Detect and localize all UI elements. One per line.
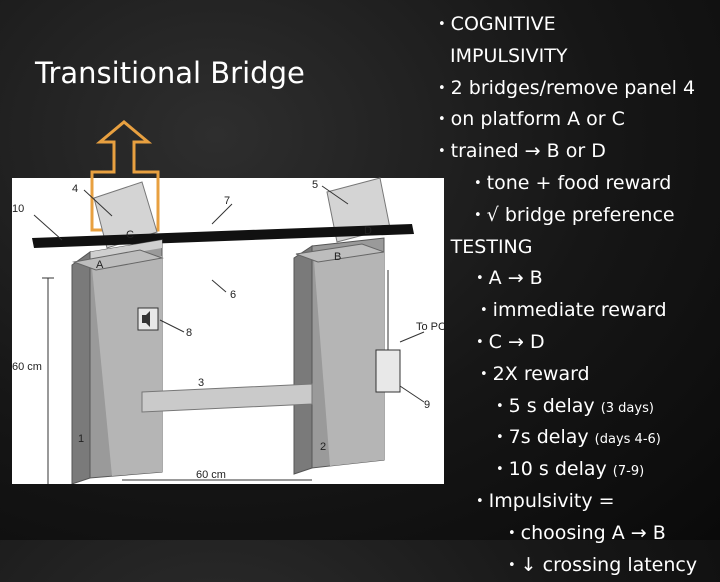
bullet-item: ↓ crossing latency [436,551,720,582]
label-8: 8 [186,327,192,339]
bullet-item: 10 s delay (7-9) [436,455,720,487]
bullet-item: Impulsivity = [436,487,720,519]
apparatus-diagram: 4 10 5 7 C D A B 6 8 To PC 3 9 60 cm 1 2… [12,120,444,484]
bullet-item: √ bridge preference [436,201,720,233]
highlight-arrow-icon [90,120,160,232]
bullet-item: 2 bridges/remove panel 4 [436,74,720,106]
label-height: 60 cm [12,361,42,373]
bullet-item: 2X reward [436,360,720,392]
panel-4 [93,181,158,249]
bullet-item: immediate reward [436,296,720,328]
label-d: D [364,225,372,237]
bullet-item: tone + food reward [436,169,720,201]
bullet-item: trained → B or D [436,137,720,169]
bullet-item: A → B [436,264,720,296]
platform-a [72,249,164,271]
bullet-item: 5 s delay (3 days) [436,392,720,424]
bridge-bar [32,224,414,248]
floor [141,383,313,413]
label-7: 7 [224,195,230,207]
bullet-item: IMPULSIVITY [450,44,568,67]
label-width: 60 cm [196,469,226,481]
label-2: 2 [320,441,326,453]
label-a: A [96,259,104,271]
bullet-item: C → D [436,328,720,360]
label-9: 9 [424,399,430,411]
label-6: 6 [230,289,236,301]
bullet-item: COGNITIVE [436,10,720,42]
label-1: 1 [78,433,84,445]
slide-title: Transitional Bridge [35,56,305,90]
bullet-item: 7s delay (days 4-6) [436,423,720,455]
label-3: 3 [198,377,204,389]
platform-b [295,243,385,263]
label-b: B [334,251,341,263]
bullet-list: COGNITIVE IMPULSIVITY 2 bridges/remove p… [436,10,720,582]
speaker-icon [142,311,150,327]
label-c: C [126,229,134,241]
label-10: 10 [12,203,24,215]
bullet-item: choosing A → B [436,519,720,551]
bullet-item: TESTING [436,233,720,265]
feeder [375,349,401,393]
label-4: 4 [72,183,78,195]
label-5: 5 [312,179,318,191]
bullet-item: on platform A or C [436,105,720,137]
